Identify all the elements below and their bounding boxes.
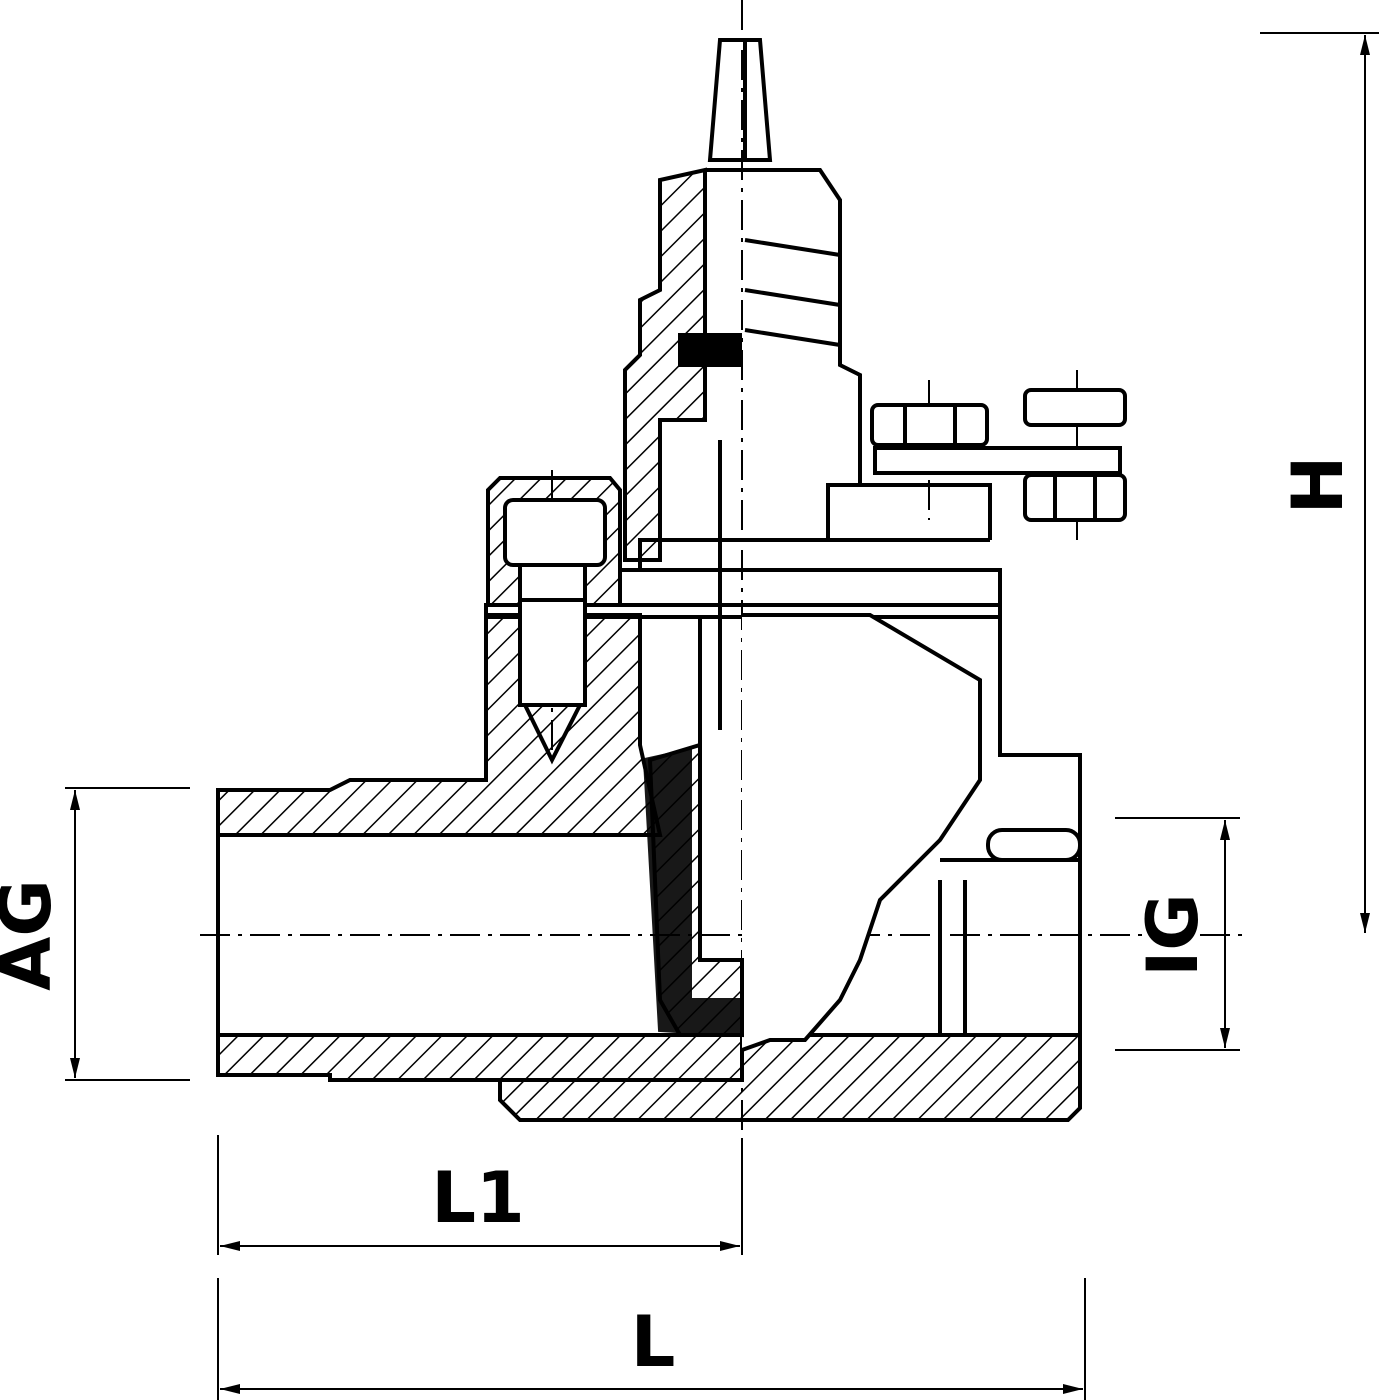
gate-wedge: [741, 613, 982, 1052]
hex-nut-right-bottom: [1023, 473, 1127, 522]
hex-nut-left: [870, 403, 989, 447]
stem: [707, 38, 773, 162]
bonnet-neck: [623, 167, 707, 562]
lever-plate: [873, 446, 1122, 475]
bolt-assembly: [870, 388, 1127, 522]
inlet-lower-wall: [216, 1033, 744, 1082]
dimension-label-l: L: [631, 1301, 676, 1383]
dimension-label-ig: IG: [1132, 893, 1214, 977]
hex-nut-right-top: [1023, 388, 1127, 427]
dimension-label-ag: AG: [0, 879, 67, 991]
dimension-ag: [65, 787, 190, 1081]
dimension-h: [1260, 32, 1379, 933]
dimension-ig: [1115, 817, 1240, 1051]
valve-body: [216, 38, 1082, 1122]
dimension-l: [217, 1278, 1086, 1400]
outlet-lower-wall: [498, 1033, 1082, 1122]
dimension-label-l1: L1: [431, 1157, 524, 1239]
inlet-upper-wall: [216, 613, 663, 837]
dimension-label-h: H: [1277, 456, 1359, 515]
outlet-outline: [998, 615, 1082, 1035]
dimension-l1: [217, 1135, 743, 1255]
